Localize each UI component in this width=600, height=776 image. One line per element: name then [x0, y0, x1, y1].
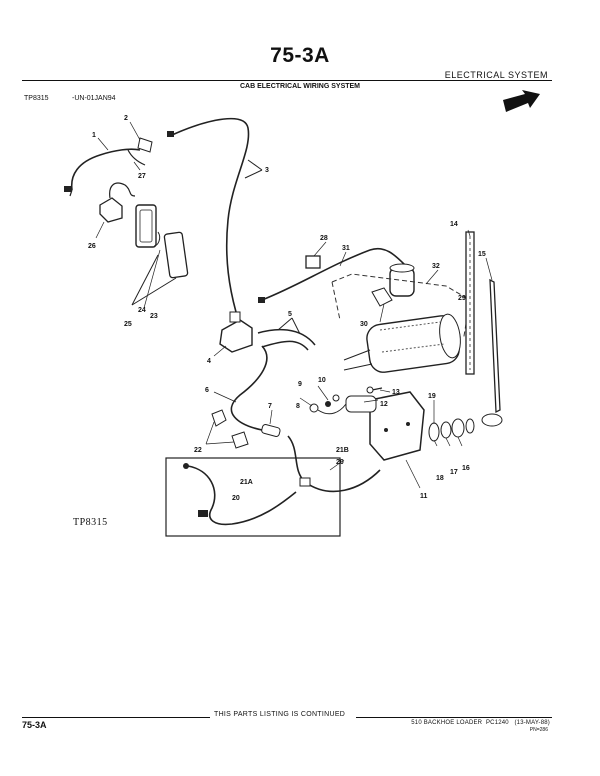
callout-3: 3: [265, 167, 269, 174]
grommet-22a: [211, 409, 227, 427]
callout-15: 15: [478, 251, 486, 258]
wiper-arm-15: [489, 278, 501, 414]
wiper-motor-11: [369, 391, 425, 461]
inset-box: [165, 457, 341, 537]
callout-27: 27: [138, 173, 146, 180]
callout-21a: 21A: [240, 479, 253, 486]
callout-9: 9: [298, 381, 302, 388]
continued-notice: THIS PARTS LISTING IS CONTINUED: [214, 711, 346, 718]
callout-23: 23: [150, 313, 158, 320]
callout-5: 5: [288, 311, 292, 318]
switch-26: [99, 197, 123, 223]
bracket-30: [371, 287, 393, 307]
footer-rule-right: [356, 717, 552, 718]
callout-26: 26: [88, 243, 96, 250]
screw-13: [371, 387, 383, 391]
callout-19: 19: [428, 393, 436, 400]
grommet-22b: [231, 431, 249, 449]
washer-16: [465, 418, 475, 434]
wire-21a: [187, 465, 297, 526]
figure-label: TP8315: [73, 517, 108, 528]
figure-id: TP8315: [24, 95, 49, 102]
callout-8: 8: [296, 403, 300, 410]
callout-10: 10: [318, 377, 326, 384]
callout-4: 4: [207, 358, 211, 365]
callout-20a: 20: [232, 495, 240, 502]
connector-2: [137, 137, 153, 153]
footer-rule-left: [22, 717, 210, 718]
callout-2: 2: [124, 115, 128, 122]
callout-30: 30: [360, 321, 368, 328]
callout-12: 12: [380, 401, 388, 408]
figure-caption: CAB ELECTRICAL WIRING SYSTEM: [239, 83, 361, 90]
wire-5: [257, 328, 316, 351]
footer-model: 510 BACKHOE LOADER: [411, 720, 483, 726]
wire-3: [171, 117, 250, 313]
wire-31: [261, 247, 406, 301]
nut-17: [451, 418, 465, 438]
callout-25: 25: [124, 321, 132, 328]
callout-20b: 20: [336, 459, 344, 466]
connector-28: [305, 255, 321, 269]
page-number: 75-3A: [22, 720, 47, 730]
footer-pn: PN=286: [529, 727, 548, 733]
figure-date: -UN-01JAN94: [72, 95, 116, 102]
wire-harness-1: [70, 148, 141, 191]
callout-6: 6: [205, 387, 209, 394]
callout-13: 13: [392, 389, 400, 396]
callout-28: 28: [320, 235, 328, 242]
starter-motor: [343, 313, 461, 373]
callout-22: 22: [194, 447, 202, 454]
callout-29: 29: [458, 295, 466, 302]
callout-18: 18: [436, 475, 444, 482]
front-direction-arrow: [503, 90, 540, 112]
callout-17: 17: [450, 469, 458, 476]
footer-catalog: PC1240: [485, 720, 509, 726]
callout-16: 16: [462, 465, 470, 472]
washer-18: [440, 421, 452, 439]
footer-info: 510 BACKHOE LOADER PC1240 (13-MAY-88): [411, 720, 550, 726]
connector-7: [261, 423, 281, 437]
page-title: 75-3A: [270, 44, 330, 67]
washer-19: [428, 422, 440, 442]
wire-6: [230, 345, 268, 431]
callout-31: 31: [342, 245, 350, 252]
footer-date: (13-MAY-88): [514, 720, 550, 726]
washer-10: [332, 394, 340, 402]
callout-14: 14: [450, 221, 458, 228]
callout-21b: 21B: [336, 447, 349, 454]
callout-24: 24: [138, 307, 146, 314]
plate-23: [163, 231, 189, 279]
header-rule: [22, 80, 552, 81]
callout-32: 32: [432, 263, 440, 270]
callout-1: 1: [92, 132, 96, 139]
callout-7: 7: [268, 403, 272, 410]
section-title: ELECTRICAL SYSTEM: [444, 70, 548, 80]
washer-9: [325, 401, 331, 407]
callout-11: 11: [420, 493, 428, 500]
part-callouts: 1 2 3 4 5 6 7 8 9 10 11 12 13 14 15 16 1…: [88, 115, 486, 502]
